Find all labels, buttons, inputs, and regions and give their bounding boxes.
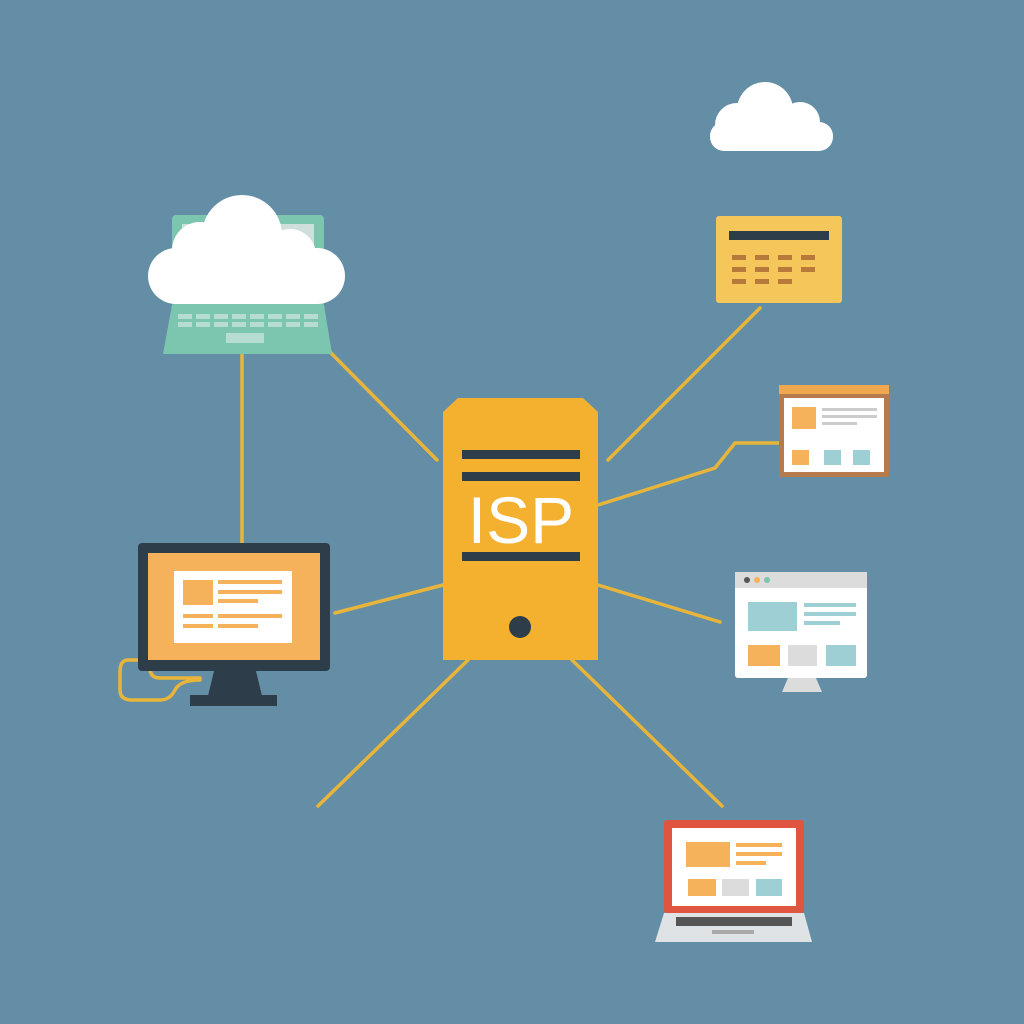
cloud-icon <box>710 82 833 151</box>
browser-window-icon <box>779 385 889 477</box>
link-laptop-server <box>328 350 439 462</box>
isp-server: ISP <box>443 398 598 660</box>
calendar-card-icon <box>716 216 842 303</box>
link-calendar-server <box>606 306 762 462</box>
link-monitor-server <box>333 583 445 615</box>
server-bar <box>462 552 580 561</box>
link-browser-server <box>596 441 781 507</box>
link-browser-monitor-server <box>596 583 722 624</box>
link-server-laptop <box>570 658 724 808</box>
connection-lines <box>118 306 781 808</box>
server-bar <box>462 472 580 481</box>
browser-monitor-icon <box>735 572 867 692</box>
cloud-over-laptop <box>148 195 345 304</box>
server-bar <box>462 450 580 459</box>
power-button-icon <box>509 616 531 638</box>
desktop-monitor-icon <box>138 543 330 706</box>
isp-label: ISP <box>468 483 574 557</box>
link-server-bottom-left <box>316 658 470 808</box>
cloud-laptop-icon <box>148 195 345 354</box>
laptop-icon <box>655 820 812 942</box>
